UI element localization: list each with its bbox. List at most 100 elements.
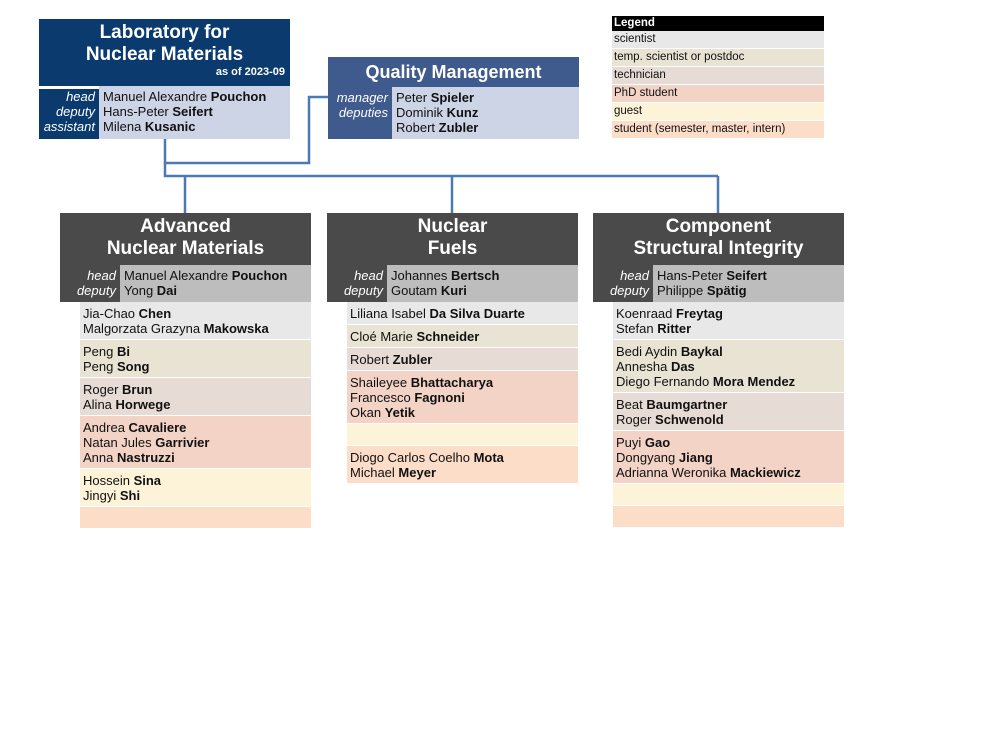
last-name: Sina [133, 473, 162, 488]
member-name: Dongyang Jiang [616, 450, 844, 465]
first-name: Manuel Alexandre [103, 89, 211, 104]
member-name: Diogo Carlos Coelho Mota [350, 450, 578, 465]
person-name: Robert Zubler [396, 120, 579, 135]
member-name: Cloé Marie Schneider [350, 329, 578, 344]
first-name: Peter [396, 90, 431, 105]
person-name: Dominik Kunz [396, 105, 579, 120]
last-name: Seifert [726, 268, 767, 283]
person-name: Hans-Peter Seifert [657, 268, 844, 283]
last-name: Mota [473, 450, 504, 465]
first-name: Hossein [83, 473, 134, 488]
person-name: Milena Kusanic [103, 119, 290, 134]
role-label: deputy [76, 283, 116, 298]
last-name: Baykal [680, 344, 723, 359]
group-student [80, 507, 311, 529]
legend-item: scientist [612, 31, 824, 49]
member-name: Koenraad Freytag [616, 306, 844, 321]
first-name: Yong [124, 283, 157, 298]
last-name: Zubler [438, 120, 479, 135]
last-name: Zubler [392, 352, 433, 367]
last-name: Kusanic [144, 119, 196, 134]
member-name: Liliana Isabel Da Silva Duarte [350, 306, 578, 321]
first-name: Malgorzata Grazyna [83, 321, 204, 336]
person-name: Philippe Spätig [657, 283, 844, 298]
role-label: deputy [55, 104, 95, 119]
lab-title: Laboratory for Nuclear Materials as of 2… [39, 19, 290, 86]
member-name: Adrianna Weronika Mackiewicz [616, 465, 844, 480]
first-name: Stefan [616, 321, 658, 336]
member-name: Diego Fernando Mora Mendez [616, 374, 844, 389]
lab-to-sections-connector [163, 163, 720, 213]
member-name: Alina Horwege [83, 397, 311, 412]
first-name: Peng [83, 359, 117, 374]
lab-title-line1: Laboratory for [99, 22, 230, 43]
legend-title: Legend [612, 16, 824, 31]
member-name: Francesco Fagnoni [350, 390, 578, 405]
last-name: Gao [644, 435, 671, 450]
first-name: Michael [350, 465, 399, 480]
member-name: Shaileyee Bhattacharya [350, 375, 578, 390]
legend-item: technician [612, 67, 824, 85]
member-name: Beat Baumgartner [616, 397, 844, 412]
section-title-line1: Component [665, 216, 772, 237]
role-label: head [66, 89, 95, 104]
member-name: Bedi Aydin Baykal [616, 344, 844, 359]
member-name: Roger Schwenold [616, 412, 844, 427]
person-name: Manuel Alexandre Pouchon [124, 268, 311, 283]
first-name: Adrianna Weronika [616, 465, 730, 480]
first-name: Hans-Peter [103, 104, 173, 119]
legend-item: guest [612, 103, 824, 121]
member-name: Andrea Cavaliere [83, 420, 311, 435]
qm-title: Quality Management [328, 57, 579, 87]
member-name: Michael Meyer [350, 465, 578, 480]
last-name: Yetik [384, 405, 416, 420]
member-name: Stefan Ritter [616, 321, 844, 336]
member-name: Robert Zubler [350, 352, 578, 367]
role-label: head [354, 268, 383, 283]
group-guest [347, 424, 578, 446]
person-name: Johannes Bertsch [391, 268, 578, 283]
role-label: deputy [343, 283, 383, 298]
role-label: deputies [338, 105, 388, 120]
first-name: Bedi Aydin [616, 344, 681, 359]
section-title-line2: Nuclear Materials [106, 238, 265, 259]
first-name: Okan [350, 405, 385, 420]
first-name: Liliana Isabel [350, 306, 430, 321]
last-name: Dai [156, 283, 178, 298]
first-name: Jingyi [83, 488, 120, 503]
member-name: Okan Yetik [350, 405, 578, 420]
first-name: Goutam [391, 283, 441, 298]
person-name: Peter Spieler [396, 90, 579, 105]
first-name: Roger [616, 412, 656, 427]
last-name: Spätig [706, 283, 747, 298]
last-name: Shi [119, 488, 141, 503]
first-name: Annesha [616, 359, 671, 374]
person-name: Goutam Kuri [391, 283, 578, 298]
first-name: Diogo Carlos Coelho [350, 450, 474, 465]
last-name: Fagnoni [414, 390, 465, 405]
last-name: Horwege [115, 397, 171, 412]
first-name: Francesco [350, 390, 415, 405]
first-name: Philippe [657, 283, 707, 298]
